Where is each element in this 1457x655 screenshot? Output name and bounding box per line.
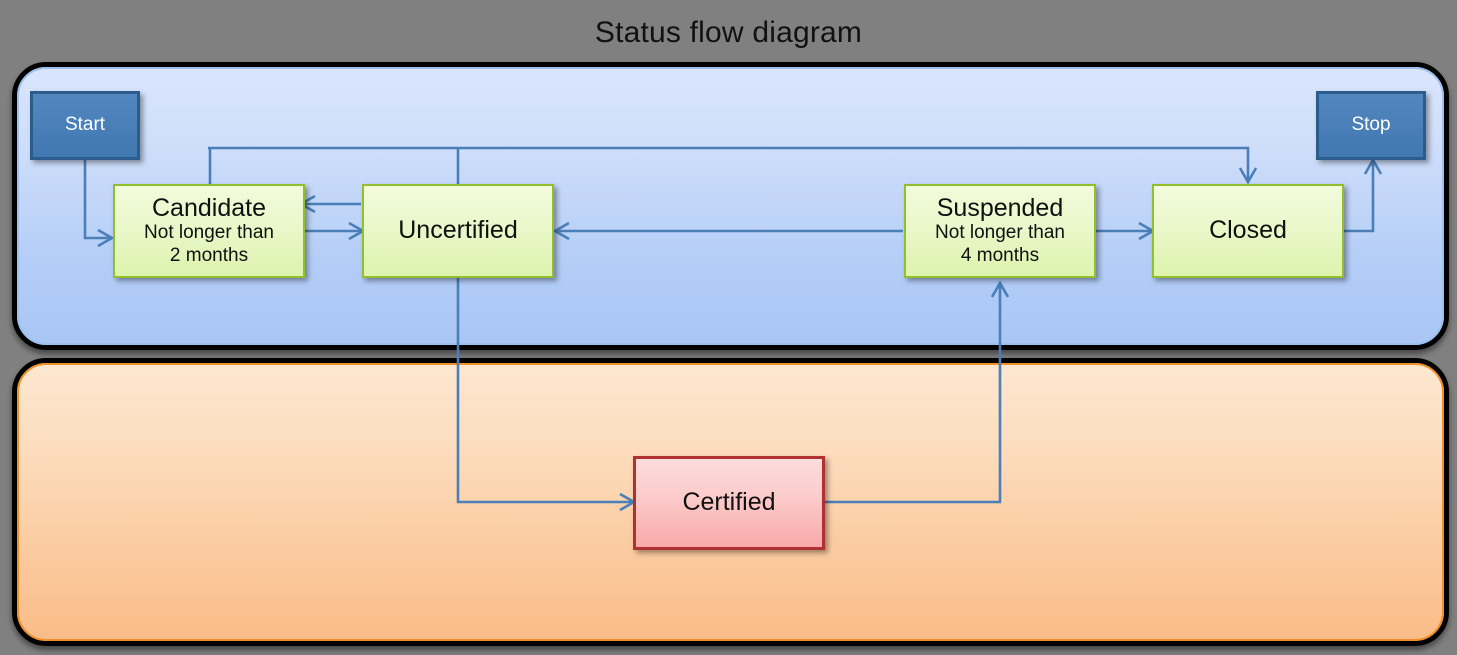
node-suspended[interactable]: Suspended Not longer than 4 months xyxy=(904,184,1096,278)
node-closed[interactable]: Closed xyxy=(1152,184,1344,278)
node-start-label: Start xyxy=(64,114,106,136)
node-candidate[interactable]: Candidate Not longer than 2 months xyxy=(113,184,305,278)
edge-certified-to-suspended xyxy=(825,280,1010,504)
node-closed-label: Closed xyxy=(1209,216,1287,245)
edge-suspended-to-closed xyxy=(1096,221,1156,241)
edge-suspended-to-uncertified xyxy=(552,221,903,241)
node-uncertified[interactable]: Uncertified xyxy=(362,184,554,278)
node-uncertified-label: Uncertified xyxy=(398,216,518,245)
node-certified-label: Certified xyxy=(682,488,776,517)
node-candidate-label: Candidate xyxy=(152,193,266,222)
node-suspended-label: Suspended xyxy=(936,193,1064,222)
node-certified[interactable]: Certified xyxy=(633,456,825,550)
node-stop-label: Stop xyxy=(1351,114,1391,136)
node-start[interactable]: Start xyxy=(30,91,140,160)
node-candidate-note-line2: 2 months xyxy=(169,244,249,266)
edge-start-to-candidate xyxy=(83,160,115,248)
edge-uncertified-to-certified xyxy=(456,277,637,512)
edge-uncertified-to-candidate xyxy=(298,194,361,214)
node-suspended-note-line2: 4 months xyxy=(960,244,1040,266)
edge-closed-to-stop xyxy=(1344,157,1383,233)
node-suspended-note-line1: Not longer than xyxy=(935,222,1065,244)
page-title: Status flow diagram xyxy=(594,16,863,49)
edge-candidate-to-uncertified xyxy=(303,221,366,241)
node-candidate-note-line1: Not longer than xyxy=(144,222,274,244)
edge-bus-to-closed xyxy=(208,146,1258,185)
node-stop[interactable]: Stop xyxy=(1316,91,1426,160)
